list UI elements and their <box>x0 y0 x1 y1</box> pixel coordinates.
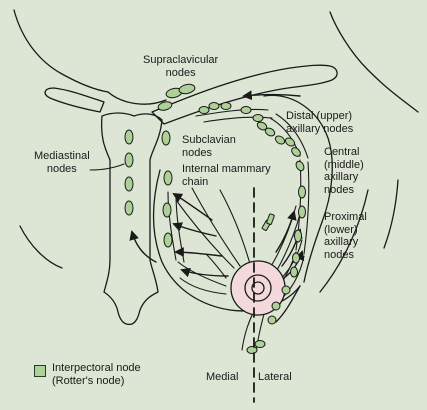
subclavian-nodes <box>198 102 264 122</box>
mediastinal-leader <box>89 163 125 171</box>
distal-axillary-label: Distal (upper) axillary nodes <box>286 110 354 135</box>
interpectoral-nodes <box>261 213 275 231</box>
lateral-label: Lateral <box>258 371 292 383</box>
legend-text: Interpectoral node (Rotter's node) <box>52 362 141 387</box>
mediastinal-nodes <box>124 129 134 216</box>
supraclavicular-nodes <box>157 83 196 111</box>
subclavian-label: Subclavian nodes <box>182 134 236 159</box>
internal-mammary-label: Internal mammary chain <box>182 163 271 188</box>
drainage-arrows <box>129 90 305 279</box>
legend-swatch <box>34 365 46 377</box>
lateral-contour <box>263 94 333 283</box>
central-axillary-nodes <box>294 185 306 243</box>
lymph-nodes <box>124 83 306 354</box>
supraclavicular-label: Supraclavicular nodes <box>143 54 219 79</box>
areola <box>230 260 286 316</box>
central-axillary-label: Central (middle) axillary nodes <box>324 146 364 196</box>
sternum <box>100 112 163 326</box>
clavicles <box>44 64 338 125</box>
proximal-axillary-nodes <box>246 252 300 354</box>
proximal-axillary-label: Proximal (lower) axillary nodes <box>324 211 367 261</box>
body-outline <box>13 9 419 293</box>
distal-axillary-nodes <box>256 121 305 172</box>
mediastinal-label: Mediastinal nodes <box>34 150 90 175</box>
medial-label: Medial <box>206 371 239 383</box>
internal-mammary-nodes <box>161 130 173 248</box>
